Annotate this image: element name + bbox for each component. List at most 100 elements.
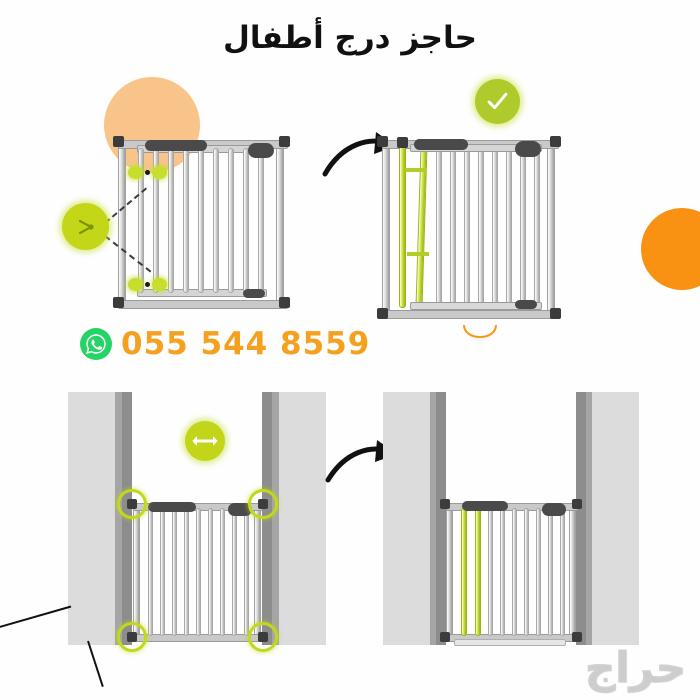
wrench-tool-badge <box>62 203 109 250</box>
gate-mount-block-bottom-right <box>279 297 290 308</box>
gate-latch <box>228 503 252 516</box>
gate-inner-rail-bottom <box>410 302 542 310</box>
gate-outer-post-left <box>382 142 390 314</box>
phone-number: 055 544 8559 <box>121 326 371 362</box>
gate-bar <box>492 146 498 306</box>
gate-bar <box>208 508 213 636</box>
gate-bar <box>548 508 553 636</box>
gate-mount-block-top-left <box>440 499 450 509</box>
gate-bar <box>478 146 484 306</box>
gate-bar <box>536 508 541 636</box>
gate-bar <box>213 148 219 293</box>
wall-left-face <box>383 392 430 645</box>
screw-highlight <box>152 278 167 291</box>
gate-bar <box>160 508 165 636</box>
whatsapp-contact-row[interactable]: 055 544 8559 <box>80 326 370 362</box>
width-adjust-badge <box>185 421 225 461</box>
wrench-tool-icon <box>78 219 94 234</box>
gate-bar <box>232 508 237 636</box>
step-2-illustration <box>350 0 700 355</box>
step-4-illustration <box>350 355 700 700</box>
mount-point-ring-bottom-left <box>117 622 147 652</box>
gate-bar <box>512 508 517 636</box>
gate-outer-post-right <box>254 505 261 639</box>
step-1-illustration <box>0 0 350 355</box>
gate-outer-post-left <box>133 505 140 639</box>
gate-latch <box>248 143 274 158</box>
gate-bar <box>183 148 189 293</box>
gate-bar <box>198 148 204 293</box>
gate-bar <box>148 508 153 636</box>
gate-extension-cross-bottom <box>407 252 429 256</box>
gate-bar <box>168 148 174 293</box>
gate-mount-block-top-right <box>572 499 582 509</box>
orange-loop-detail <box>463 325 497 338</box>
gate-outer-post-left <box>446 505 453 639</box>
wall-right-edge-dark <box>262 392 272 645</box>
wall-right-face <box>279 392 326 645</box>
gate-mount-block-bottom-right <box>572 632 582 642</box>
gate-mount-block-top-left <box>113 136 124 147</box>
gate-bar <box>184 508 189 636</box>
gate-bar <box>138 148 144 293</box>
whatsapp-icon[interactable] <box>80 328 112 360</box>
whatsapp-glyph-icon <box>85 334 106 355</box>
screw-dot <box>145 282 150 287</box>
gate-bar <box>436 146 442 306</box>
gate-bar <box>258 148 264 293</box>
gate-handle <box>462 501 508 511</box>
gate-bar <box>464 146 470 306</box>
callout-dash-line-lower <box>104 235 152 273</box>
page-title: حاجز درج أطفال <box>223 20 477 56</box>
wall-right-edge-light <box>586 392 592 645</box>
gate-bar <box>244 508 249 636</box>
gate-bar <box>488 508 493 636</box>
gate-bar <box>560 508 565 636</box>
gate-mount-block-inner-left <box>397 137 408 148</box>
gate-latch <box>515 141 541 157</box>
gate-extension-cross-top <box>405 168 427 172</box>
gate-handle <box>414 139 468 150</box>
wall-right-face <box>592 392 639 645</box>
wall-left-face <box>68 392 115 645</box>
gate-mount-block-top-right <box>550 136 561 147</box>
check-circle-badge <box>475 79 520 124</box>
wall-left-edge-light <box>115 392 122 645</box>
gate-handle <box>148 502 196 512</box>
screw-highlight <box>128 278 143 291</box>
mount-point-ring-top-right <box>248 489 278 519</box>
gate-bar <box>243 148 249 293</box>
gate-outer-rail-bottom <box>118 300 288 309</box>
check-icon <box>487 92 508 110</box>
gate-mount-block-bottom-left <box>377 308 388 319</box>
gate-bar <box>450 146 456 306</box>
gate-bar <box>220 508 225 636</box>
gate-bar <box>172 508 177 636</box>
gate-extension-bar-green-1 <box>461 508 467 636</box>
gate-outer-post-right <box>276 142 284 304</box>
gate-inner-rail-top <box>410 144 542 152</box>
gate-bottom-latch <box>515 300 537 309</box>
gate-mount-block-bottom-left <box>113 297 124 308</box>
gate-bar <box>500 508 505 636</box>
gate-outer-rail-bottom <box>382 310 559 319</box>
gate-bar <box>228 148 234 293</box>
wall-right-edge-dark <box>576 392 586 645</box>
wall-left-edge-light <box>430 392 436 645</box>
screw-dot <box>145 170 150 175</box>
site-watermark: حراج <box>584 643 686 693</box>
wall-left-edge-dark <box>436 392 446 645</box>
gate-bar <box>520 146 526 306</box>
gate-outer-post-left <box>118 142 126 304</box>
gate-outer-post-right <box>569 505 576 639</box>
screw-highlight <box>152 166 167 179</box>
gate-footplate <box>454 639 566 646</box>
gate-bar <box>534 146 540 306</box>
step-3-illustration <box>0 355 350 700</box>
gate-mount-block-top-left <box>377 136 388 147</box>
leader-line-b <box>87 640 104 687</box>
wall-left-edge-dark <box>122 392 132 645</box>
gate-mount-block-bottom-left <box>440 632 450 642</box>
leader-line-a <box>0 605 72 629</box>
